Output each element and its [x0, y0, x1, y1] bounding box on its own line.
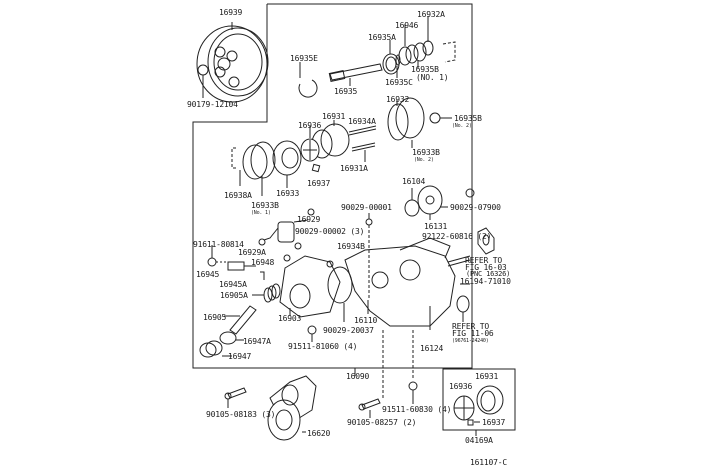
part-label: 90029-00001 [341, 203, 392, 212]
reference-note: REFER TO [465, 256, 502, 265]
part-label: 16946 [395, 21, 419, 30]
part-label: 16110 [354, 316, 378, 325]
part-label: 16934B [337, 242, 365, 251]
pulley-16939-icon [196, 22, 269, 103]
part-label: 16905 [203, 313, 227, 322]
part-label: 16931A [340, 164, 368, 173]
part-label: 16947A [243, 337, 271, 346]
part-label: 16124 [420, 344, 444, 353]
part-label: 90179-12104 [187, 100, 238, 109]
flow-housing-icon [279, 255, 353, 318]
side-plate-icon [387, 97, 441, 141]
part-label: 16933B [251, 201, 279, 210]
kit-part-label: 16937 [482, 418, 506, 427]
gasket-icon [477, 227, 495, 255]
part-label: 16932A [417, 10, 445, 19]
bolt-icon [224, 387, 247, 400]
solenoid-icon [258, 221, 295, 246]
part-label: 90029-20037 [323, 326, 374, 335]
part-label: 16948 [251, 258, 275, 267]
kit-label: 04169A [465, 436, 493, 445]
part-label: 16104 [402, 177, 426, 186]
part-label: 91511-60830 (4) [382, 405, 452, 414]
part-label: 16194-71010 [460, 277, 511, 286]
part-label: 16945 [196, 270, 220, 279]
part-label: 16933B [412, 148, 440, 157]
front-plate-icon [272, 140, 302, 176]
part-label: 16903 [278, 314, 302, 323]
reference-note: (PNC 16326) [466, 270, 511, 278]
part-label: 16935E [290, 54, 318, 63]
part-label: 16935C [385, 78, 413, 87]
part-label: 16935B [411, 65, 439, 74]
part-label: 16090 [346, 372, 370, 381]
part-label: 16938A [224, 191, 252, 200]
snap-ring-icon [298, 79, 318, 98]
bearing-icon [395, 40, 434, 66]
shaft-16935-icon [328, 53, 400, 82]
part-label: 16936 [298, 121, 322, 130]
part-label: 16937 [307, 179, 331, 188]
part-label: 16131 [424, 222, 448, 231]
reference-note: (96761-24240) [452, 338, 489, 344]
spring-icon [263, 283, 281, 303]
main-frame [192, 3, 473, 369]
reference-note: FIG 11-06 [452, 329, 494, 338]
pump-housing-icon [344, 237, 456, 327]
kit-part-label: 16931 [475, 372, 499, 381]
tensioner-icon [267, 375, 317, 441]
part-label: 16935B [454, 114, 482, 123]
nut-icon [197, 64, 209, 98]
kit-frame [442, 368, 516, 431]
reference-note: REFER TO [452, 322, 489, 331]
part-label: 16945A [219, 280, 247, 289]
part-label: 90105-08183 (3) [206, 410, 276, 419]
part-label-note: (No. 2) [452, 123, 472, 129]
part-label: 92122-60816 (2) [422, 232, 492, 241]
part-label: 16932 [386, 95, 410, 104]
part-label: 16620 [307, 429, 331, 438]
part-label: 90029-07900 [450, 203, 501, 212]
part-label: 16905A [220, 291, 248, 300]
part-label: 90029-00002 (3) [295, 227, 365, 236]
rotor-icon [300, 138, 320, 162]
part-label-note: (NO. 1) [416, 73, 449, 82]
part-label: 16934A [348, 117, 376, 126]
reference-note: FIG 16-03 [465, 263, 507, 272]
part-label: 90105-08257 (2) [347, 418, 417, 427]
kit-rotor-icon [453, 395, 475, 421]
diagram-code: 161107-C [470, 458, 507, 467]
part-label: 91511-81060 (4) [288, 342, 358, 351]
impeller-icon [404, 185, 443, 217]
flow-valve-icon [229, 305, 257, 335]
part-label: 16935 [334, 87, 358, 96]
part-label: 16939 [219, 8, 243, 17]
part-label: 91611-80814 [193, 240, 244, 249]
part-label: 16931 [322, 112, 346, 121]
part-label: 16929A [238, 248, 266, 257]
part-label: 16935A [368, 33, 396, 42]
part-label-note: (No. 2) [414, 157, 434, 163]
part-label: 16933 [276, 189, 300, 198]
part-label: 16947 [228, 352, 252, 361]
o-ring-icon [242, 144, 268, 180]
kit-part-label: 16936 [449, 382, 473, 391]
bolt-icon-2 [358, 398, 381, 411]
part-label: 16929 [297, 215, 321, 224]
part-label-note: (No. 1) [251, 210, 271, 216]
kit-cam-ring-icon [476, 385, 504, 415]
vane-icon [311, 163, 321, 173]
